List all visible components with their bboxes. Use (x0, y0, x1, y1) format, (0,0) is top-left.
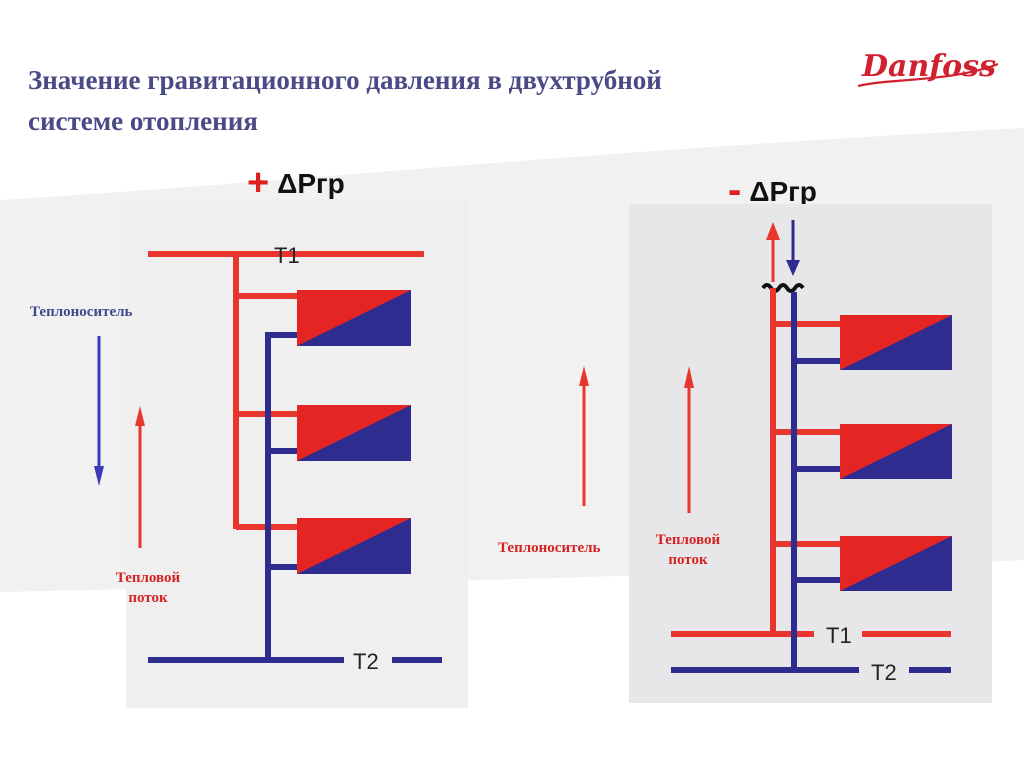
air-vent-symbol (761, 283, 805, 293)
left-return-pipes (148, 332, 442, 663)
title-line-2: системе отопления (28, 106, 258, 136)
left-supply-pipes (148, 251, 424, 530)
left-heatflow-line-1: Тепловой (115, 570, 181, 586)
right-piping-diagram: T1 T2 (671, 220, 952, 685)
plus-sign: + (247, 162, 270, 204)
left-piping-diagram: T1 T2 (148, 243, 442, 674)
left-delta-p: ΔPгр (277, 168, 345, 199)
left-t2-label: T2 (353, 649, 379, 674)
svg-text:Danfoss: Danfoss (861, 49, 996, 84)
slide-title: Значение гравитационного давления в двух… (28, 60, 848, 142)
left-radiator-2 (297, 405, 411, 461)
right-t2-label: T2 (871, 660, 897, 685)
danfoss-logo: Danfoss (857, 49, 999, 88)
right-delta-p: ΔPгр (749, 176, 817, 207)
right-radiator-2 (840, 424, 952, 479)
left-radiator-3 (297, 518, 411, 574)
left-coolant-label: Теплоноситель (30, 304, 133, 320)
left-heatflow-label: Тепловой поток (98, 568, 198, 608)
right-t1-label: T1 (826, 623, 852, 648)
left-heading: +ΔPгр (247, 162, 345, 205)
right-heatflow-line-2: поток (668, 552, 708, 568)
right-coolant-label: Теплоноситель (498, 540, 601, 556)
right-top-arrows (761, 220, 805, 293)
left-heatflow-line-2: поток (128, 590, 168, 606)
right-heatflow-label: Тепловой поток (648, 530, 728, 570)
right-radiator-3 (840, 536, 952, 591)
title-line-1: Значение гравитационного давления в двух… (28, 65, 662, 95)
left-diagram-panel: T1 T2 (126, 199, 468, 708)
right-radiator-1 (840, 315, 952, 370)
left-radiator-1 (297, 290, 411, 346)
right-heading: -ΔPгр (728, 168, 817, 213)
right-heatflow-line-1: Тепловой (655, 532, 721, 548)
right-supply-pipes (671, 288, 951, 637)
right-diagram-panel: T1 T2 (629, 204, 992, 703)
minus-sign: - (728, 168, 742, 212)
left-t1-label: T1 (274, 243, 300, 268)
right-return-pipes (671, 292, 951, 673)
